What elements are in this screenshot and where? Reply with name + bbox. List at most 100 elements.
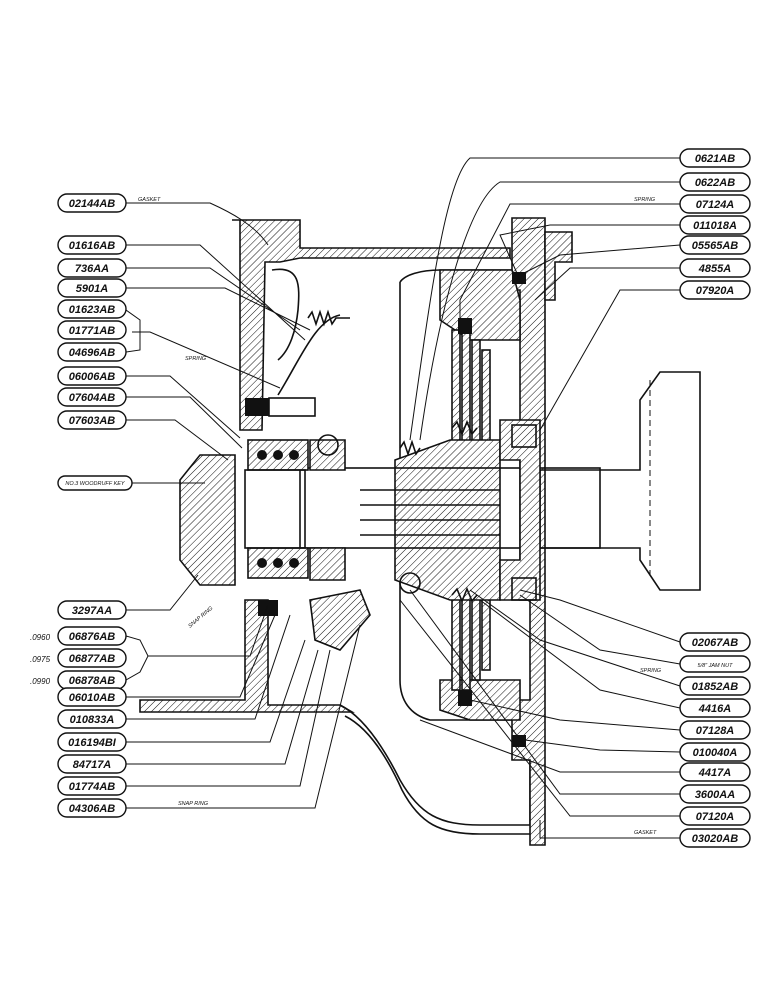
svg-text:07128A: 07128A	[696, 725, 735, 737]
svg-text:04306AB: 04306AB	[69, 803, 116, 815]
main-shaft	[299, 467, 601, 549]
svg-text:07920A: 07920A	[696, 285, 735, 297]
svg-text:.0990: .0990	[30, 677, 51, 686]
svg-text:016194BI: 016194BI	[68, 737, 117, 749]
svg-text:06006AB: 06006AB	[69, 371, 116, 383]
label-07124A: 07124A SPRING	[634, 194, 751, 214]
label-01616AB: 01616AB	[57, 235, 127, 255]
svg-text:02067AB: 02067AB	[692, 637, 739, 649]
svg-text:05565AB: 05565AB	[692, 240, 739, 252]
label-010833A: 010833A	[57, 709, 127, 729]
svg-text:010833A: 010833A	[70, 714, 115, 726]
leader-lines	[126, 157, 681, 839]
svg-text:07120A: 07120A	[696, 811, 735, 823]
label-01852AB: 01852AB SPRING	[640, 668, 751, 696]
output-pulley	[539, 371, 701, 591]
housing-sump	[339, 704, 531, 826]
right-bearing-hub	[499, 419, 541, 601]
right-part-labels: 0621AB 0622AB 07124A SPRING 011018A 05565…	[634, 148, 751, 848]
cross-section-drawing	[139, 217, 701, 846]
svg-text:SPRING: SPRING	[185, 356, 207, 362]
svg-text:4855A: 4855A	[698, 263, 731, 275]
label-016194BI: 016194BI	[57, 732, 127, 752]
svg-text:02144AB: 02144AB	[69, 198, 116, 210]
release-lever	[309, 589, 371, 651]
label-01623AB: 01623AB	[57, 299, 127, 319]
label-07128A: 07128A	[679, 720, 751, 740]
svg-text:736AA: 736AA	[75, 263, 109, 275]
release-collar	[309, 439, 346, 581]
svg-text:0621AB: 0621AB	[695, 153, 735, 165]
label-4416A: 4416A	[679, 698, 751, 718]
label-4855A: 4855A	[679, 258, 751, 278]
left-bearing	[244, 439, 309, 579]
svg-text:.0975: .0975	[30, 655, 51, 664]
svg-text:06876AB: 06876AB	[69, 631, 116, 643]
label-06006AB: 06006AB	[57, 366, 127, 386]
bowl-cover	[271, 268, 300, 361]
svg-text:01616AB: 01616AB	[69, 240, 116, 252]
svg-text:GASKET: GASKET	[138, 197, 161, 203]
label-07603AB: 07603AB	[57, 410, 127, 430]
svg-text:06878AB: 06878AB	[69, 675, 116, 687]
svg-text:01852AB: 01852AB	[692, 681, 739, 693]
svg-text:01623AB: 01623AB	[69, 304, 116, 316]
svg-text:06010AB: 06010AB	[69, 692, 116, 704]
label-jam-nut: 5/8" JAM NUT	[679, 655, 751, 673]
svg-text:07603AB: 07603AB	[69, 415, 116, 427]
label-011018A: 011018A	[679, 215, 751, 235]
bevel-gear	[179, 454, 236, 586]
svg-text:SNAP RING: SNAP RING	[178, 801, 209, 807]
label-04696AB: 04696AB SPRING	[57, 342, 207, 362]
svg-text:01774AB: 01774AB	[69, 781, 116, 793]
svg-text:GASKET: GASKET	[634, 830, 657, 836]
bolt-top	[458, 318, 472, 334]
label-06878AB: 06878AB .0990	[30, 670, 127, 690]
svg-text:01771AB: 01771AB	[69, 325, 116, 337]
lever-spring	[307, 309, 350, 327]
svg-text:3600AA: 3600AA	[695, 789, 735, 801]
label-0622AB: 0622AB	[679, 172, 751, 192]
svg-text:06877AB: 06877AB	[69, 653, 116, 665]
svg-text:SPRING: SPRING	[634, 197, 656, 203]
svg-text:0622AB: 0622AB	[695, 177, 735, 189]
cross-shaft	[399, 572, 421, 594]
label-02067AB: 02067AB	[679, 632, 751, 652]
svg-text:011018A: 011018A	[693, 220, 737, 232]
label-05565AB: 05565AB	[679, 235, 751, 255]
svg-text:07124A: 07124A	[696, 199, 735, 211]
bolt-left	[245, 398, 269, 416]
label-06010AB: 06010AB	[57, 687, 127, 707]
label-736AA: 736AA	[57, 258, 127, 278]
label-5901A: 5901A	[57, 278, 127, 298]
label-3600AA: 3600AA	[679, 784, 751, 804]
svg-text:.0960: .0960	[30, 633, 51, 642]
hub-spring-upper	[451, 419, 478, 437]
label-07920A: 07920A	[679, 280, 751, 300]
bolt-low-left	[258, 600, 278, 616]
svg-text:4417A: 4417A	[698, 767, 731, 779]
svg-text:04696AB: 04696AB	[69, 347, 116, 359]
flywheel-outline	[399, 282, 512, 721]
svg-text:NO.3 WOODRUFF KEY: NO.3 WOODRUFF KEY	[65, 481, 125, 487]
label-0621AB: 0621AB	[679, 148, 751, 168]
svg-text:5/8" JAM NUT: 5/8" JAM NUT	[698, 663, 734, 669]
svg-text:4416A: 4416A	[698, 703, 731, 715]
hub-spring-lower	[451, 586, 478, 604]
svg-text:84717A: 84717A	[73, 759, 112, 771]
label-04306AB: 04306AB SNAP RING	[57, 798, 209, 818]
label-06876AB: 06876AB .0960	[30, 626, 127, 646]
label-07120A: 07120A	[679, 806, 751, 826]
label-woodruff-key: NO.3 WOODRUFF KEY	[57, 475, 133, 491]
label-06877AB: 06877AB .0975	[30, 648, 127, 668]
label-07604AB: 07604AB	[57, 387, 127, 407]
svg-text:3297AA: 3297AA	[72, 605, 112, 617]
svg-text:5901A: 5901A	[76, 283, 108, 295]
svg-text:SPRING: SPRING	[640, 668, 662, 674]
svg-text:07604AB: 07604AB	[69, 392, 116, 404]
mount-bracket	[544, 231, 573, 301]
